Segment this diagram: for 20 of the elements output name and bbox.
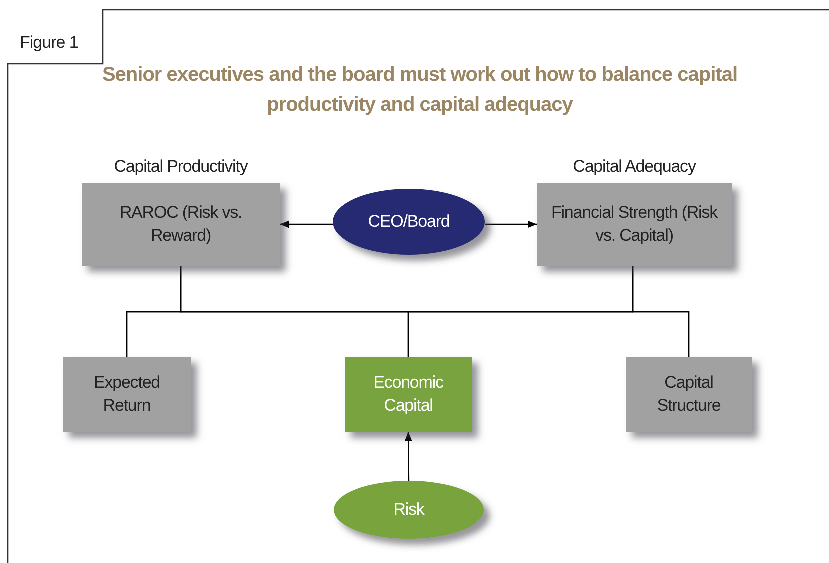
- node-label: Capital Structure: [656, 372, 722, 416]
- process-box: [345, 357, 472, 432]
- arrow: [485, 220, 537, 228]
- node-label: RAROC (Risk vs. Reward): [118, 202, 244, 246]
- ellipse-node: [333, 189, 485, 255]
- node-label: Expected Return: [92, 372, 162, 416]
- ellipse-node: [334, 481, 484, 539]
- arrow: [280, 220, 333, 228]
- diagram-title: Senior executives and the board must work out how to balance capital productivity and capital adequacy: [101, 63, 739, 118]
- node-label: Economic Capital: [372, 372, 444, 416]
- box-heading: Capital Adequacy: [572, 156, 698, 178]
- box-heading: Capital Productivity: [113, 156, 250, 178]
- connector-line: [632, 266, 690, 357]
- figure-label: Figure 1: [20, 33, 78, 53]
- process-box: [63, 357, 191, 432]
- process-box: [626, 357, 752, 432]
- node-label: CEO/Board: [368, 210, 450, 233]
- node-label: Financial Strength (Risk vs. Capital): [550, 202, 719, 246]
- node-label: Risk: [394, 498, 424, 521]
- arrow: [405, 432, 412, 481]
